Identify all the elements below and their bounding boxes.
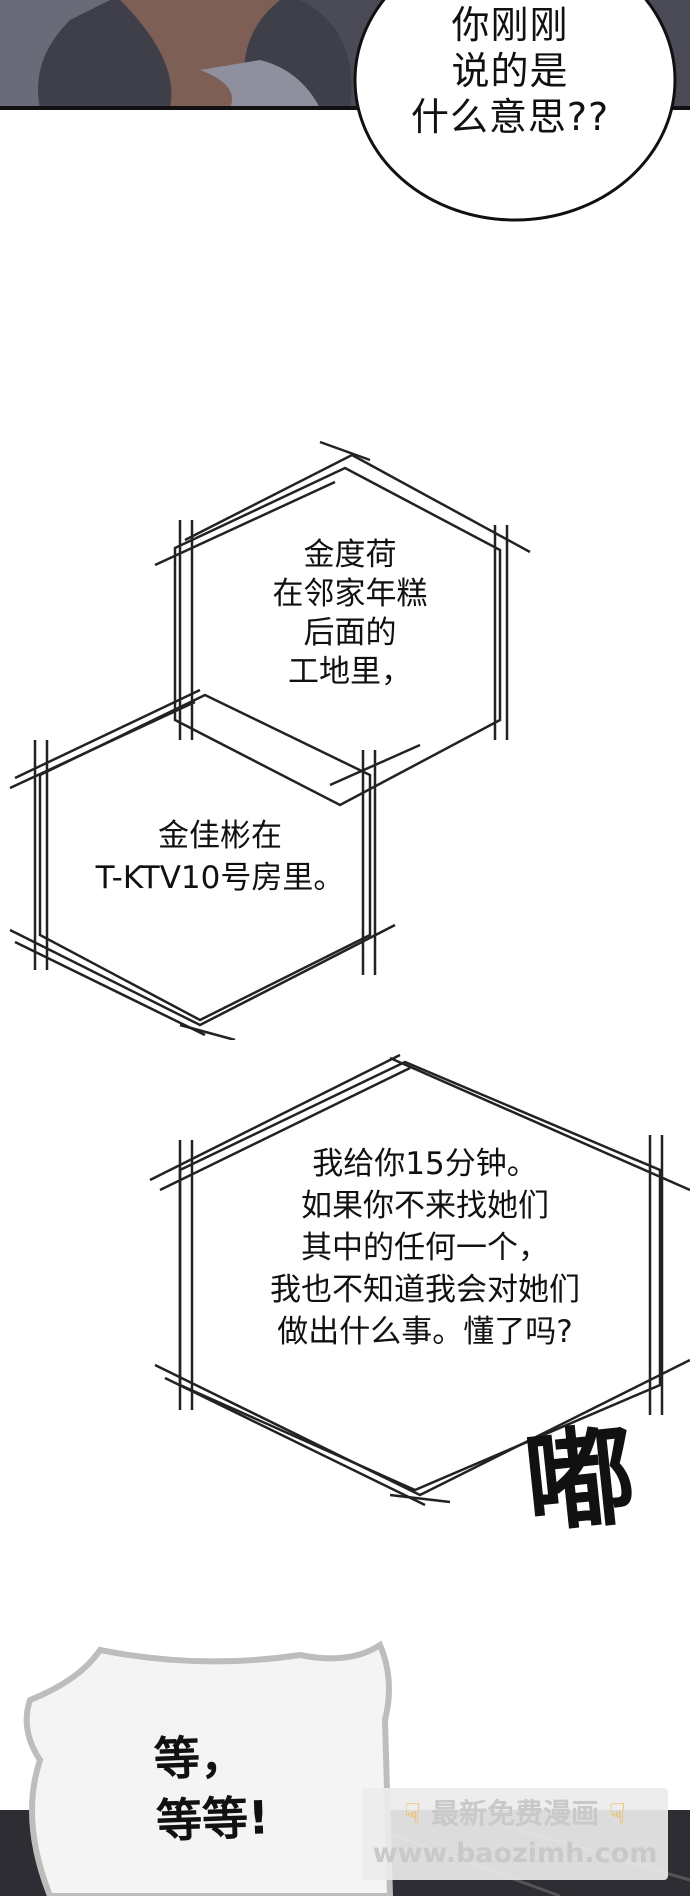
hex-box-2-line: 金佳彬在 xyxy=(158,818,282,854)
watermark-title: 最新免费漫画 xyxy=(430,1797,599,1830)
speech-bubble xyxy=(353,0,677,222)
hex-box-2-line: T-KTV10号房里。 xyxy=(95,860,345,896)
shout-bubble xyxy=(23,1640,394,1896)
speech-line: 什么意思?? xyxy=(410,95,610,139)
sfx-text: 嘟 xyxy=(518,1410,642,1550)
shout-line: 等等! xyxy=(155,1790,271,1849)
hex-box-1-line: 后面的 xyxy=(303,615,397,651)
hex-box-3-line: 我给你15分钟。 xyxy=(312,1146,538,1182)
shout-bubble-text: 等， 等等! xyxy=(153,1720,397,1852)
hex-box-1-line: 金度荷 xyxy=(303,537,397,573)
speech-bubble-text: 你刚刚 说的是 什么意思?? xyxy=(360,2,660,140)
pointing-down-hand-icon: ☟ xyxy=(608,1797,626,1830)
hex-box-1-line: 在邻家年糕 xyxy=(272,576,428,612)
shout-line: 等， xyxy=(153,1729,247,1787)
pointing-down-hand-icon: ☟ xyxy=(404,1797,422,1830)
watermark-title-row: ☟ 最新免费漫画 ☟ xyxy=(362,1796,668,1832)
hex-box-2-text: 金佳彬在 T-KTV10号房里。 xyxy=(40,815,400,899)
hex-box-3-line: 如果你不来找她们 xyxy=(301,1188,549,1224)
watermark-banner[interactable]: ☟ 最新免费漫画 ☟ www.baozimh.com xyxy=(362,1788,668,1880)
speech-line: 说的是 xyxy=(451,49,569,93)
hex-box-1-text: 金度荷 在邻家年糕 后面的 工地里， xyxy=(210,536,490,692)
hex-box-3-line: 其中的任何一个， xyxy=(301,1230,549,1266)
speech-line: 你刚刚 xyxy=(451,3,569,47)
hex-frame-1 xyxy=(154,440,531,807)
hex-frame-3 xyxy=(149,1053,690,1507)
hex-box-3-line: 我也不知道我会对她们 xyxy=(270,1272,580,1308)
hex-box-3-line: 做出什么事。懂了吗? xyxy=(277,1314,573,1350)
watermark-url[interactable]: www.baozimh.com xyxy=(372,1838,658,1869)
hex-box-3-text: 我给你15分钟。 如果你不来找她们 其中的任何一个， 我也不知道我会对她们 做出… xyxy=(200,1143,650,1353)
hex-box-1-line: 工地里， xyxy=(288,654,412,690)
hex-frame-2 xyxy=(9,688,421,1040)
